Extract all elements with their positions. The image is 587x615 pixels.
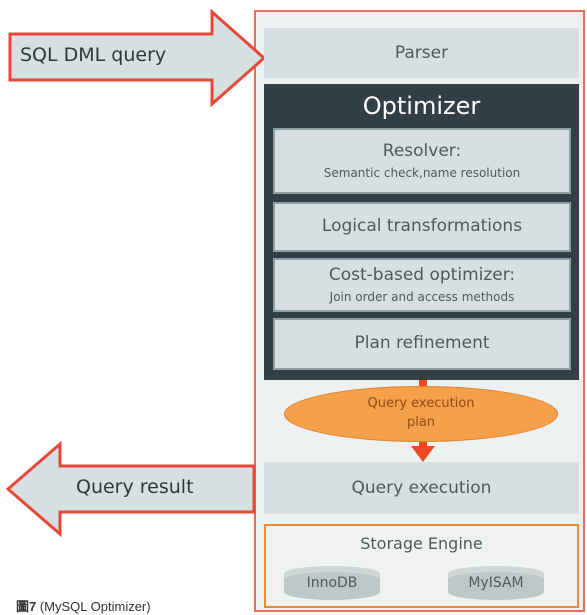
caption-prefix: 圖7	[16, 599, 37, 614]
cost-based-optimizer-stage: Cost-based optimizer: Join order and acc…	[273, 258, 571, 312]
engine-label: MyISAM	[468, 575, 524, 591]
execution-plan-ellipse: Query execution plan	[284, 386, 558, 442]
flow-arrow-shaft-1	[419, 378, 427, 388]
resolver-stage: Resolver: Semantic check,name resolution	[273, 128, 571, 194]
parser-box: Parser	[264, 28, 579, 78]
optimizer-title: Optimizer	[362, 92, 481, 120]
query-result-label: Query result	[76, 476, 194, 498]
engine-label: InnoDB	[306, 575, 358, 591]
logical-transformations-stage: Logical transformations	[273, 202, 571, 252]
query-result-arrow	[5, 440, 256, 538]
innodb-cylinder: InnoDB	[284, 566, 380, 600]
stage-title: Plan refinement	[354, 333, 490, 354]
stage-title: Resolver:	[382, 141, 462, 162]
flow-arrow-head	[411, 446, 435, 462]
plan-line-2: plan	[406, 415, 436, 430]
myisam-cylinder: MyISAM	[448, 566, 544, 600]
sql-input-arrow	[8, 8, 267, 108]
sql-input-label: SQL DML query	[20, 44, 167, 66]
flow-arrow-shaft-2	[419, 440, 427, 448]
storage-engine-title: Storage Engine	[360, 534, 483, 553]
plan-refinement-stage: Plan refinement	[273, 318, 571, 370]
caption-text: (MySQL Optimizer)	[36, 599, 151, 614]
stage-title: Cost-based optimizer:	[328, 265, 516, 286]
stage-subtitle: Semantic check,name resolution	[323, 165, 521, 180]
figure-caption: 圖7 (MySQL Optimizer)	[16, 596, 151, 615]
plan-line-1: Query execution	[367, 396, 475, 412]
stage-subtitle: Join order and access methods	[329, 289, 515, 304]
query-execution-label: Query execution	[351, 478, 492, 498]
parser-label: Parser	[394, 43, 449, 63]
query-execution-box: Query execution	[264, 462, 579, 514]
stage-title: Logical transformations	[321, 216, 523, 237]
